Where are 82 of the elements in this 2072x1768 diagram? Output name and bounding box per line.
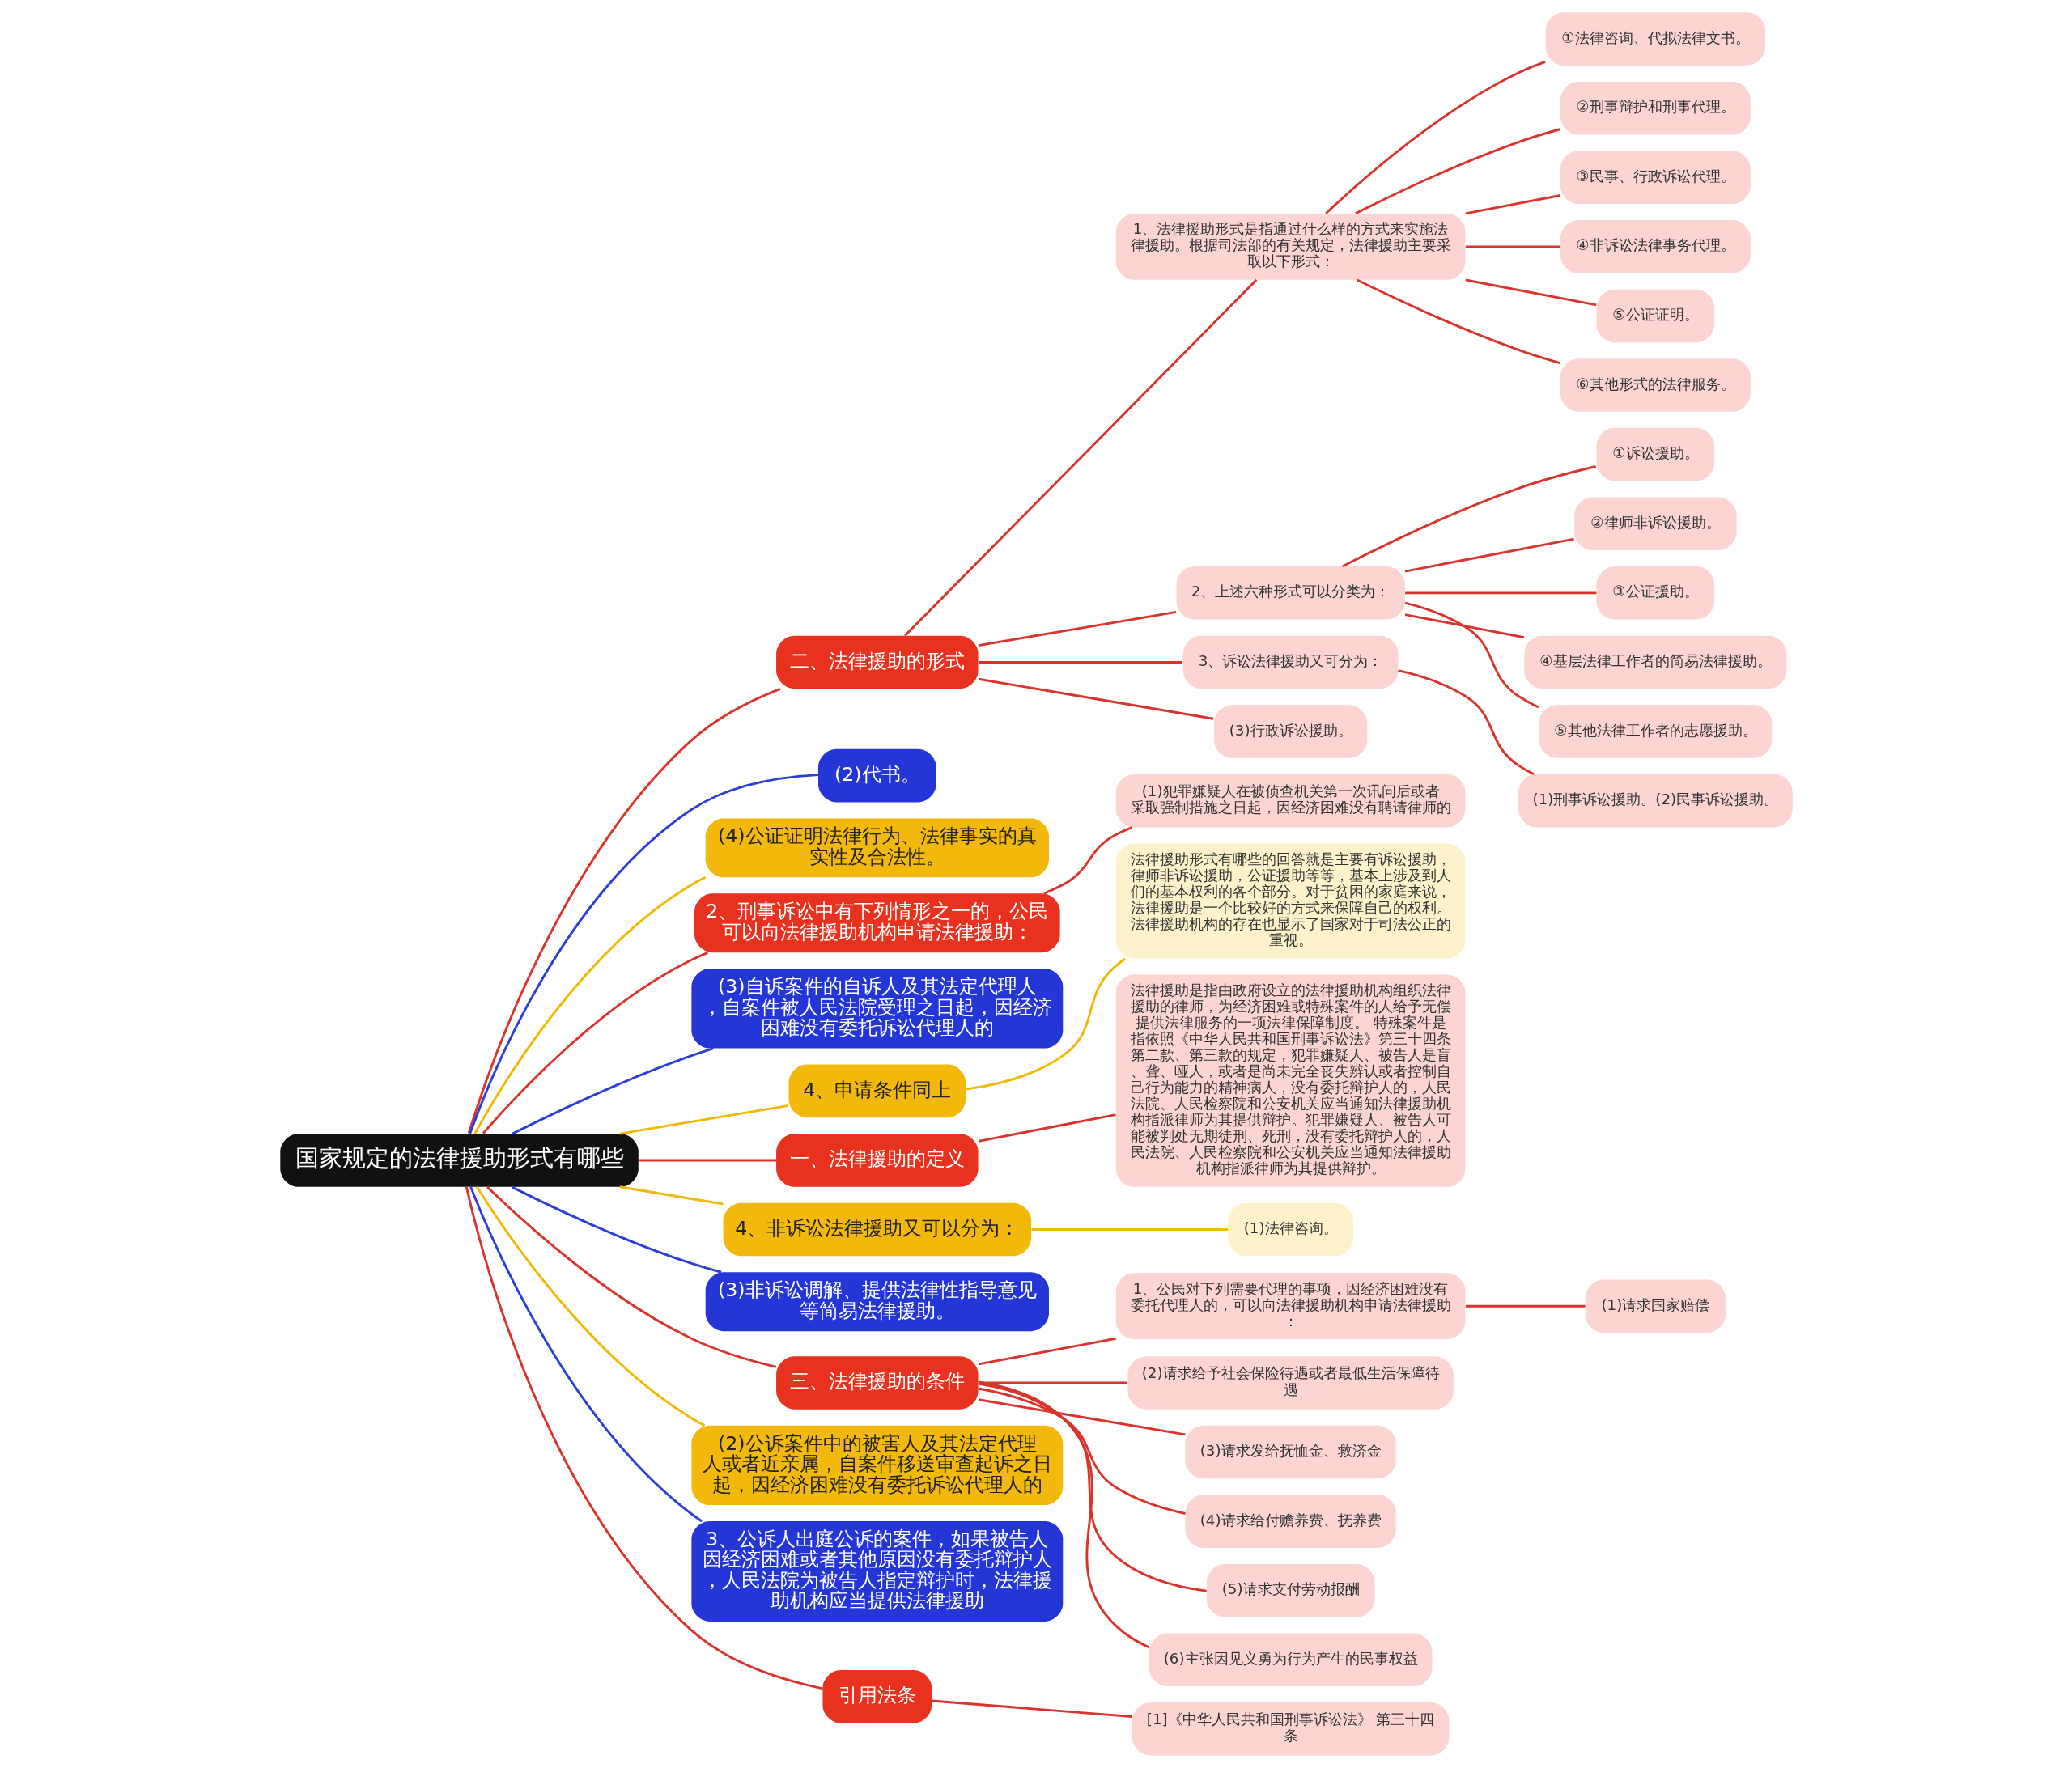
connector (1465, 245, 1560, 248)
connector (978, 660, 1182, 664)
connector (1404, 591, 1596, 595)
connector (1324, 61, 1546, 214)
node-box: 1、法律援助形式是指通过什么样的方式来实施法律援助。根据司法部的有关规定，法律援助主要采取以下形式： (1115, 213, 1465, 280)
connector (473, 876, 706, 1134)
connector (931, 1699, 1132, 1718)
node-box: (1)刑事诉讼援助。(2)民事诉讼援助。 (1518, 774, 1793, 828)
connector (978, 610, 1176, 647)
node-box: 1、公民对下列需要代理的事项，因经济困难没有委托代理人的，可以向法律援助机构申请法律援助： (1115, 1273, 1465, 1340)
node-box: (3)自诉案件的自诉人及其法定代理人，自案件被人民法院受理之日起，因经济困难没有委托诉讼代理人的 (690, 969, 1063, 1049)
connector (1465, 194, 1560, 215)
connector (1031, 1228, 1228, 1231)
connector (468, 774, 818, 1134)
connector (511, 1185, 722, 1274)
node-box: 国家规定的法律援助形式有哪些 (279, 1134, 639, 1187)
node-box: ②律师非诉讼援助。 (1573, 497, 1736, 550)
connector (619, 1104, 788, 1135)
node-box: ④基层法律工作者的简易法律援助。 (1523, 635, 1786, 689)
node-box: (3)请求发给抚恤金、救济金 (1184, 1425, 1396, 1479)
node-box: 3、诉讼法律援助又可分为： (1182, 635, 1399, 689)
node-box: ③公证援助。 (1596, 566, 1714, 620)
node-box: 法律援助形式有哪些的回答就是主要有诉讼援助，律师非诉讼援助，公证援助等等，基本上涉及到人们的基本权利的各个部分。对于贫困的家庭来说，法律援助是一个比较好的方式来保障自己的权利。法律援助机构的存在也显示了国家对于司法公正的重视。 (1115, 843, 1465, 959)
connector (1465, 1304, 1586, 1308)
connector (511, 1047, 714, 1135)
connector (1397, 669, 1535, 776)
node-box: ⑥其他形式的法律服务。 (1560, 358, 1751, 412)
node-box: 二、法律援助的形式 (775, 635, 979, 689)
node-box: (5)请求支付劳动报酬 (1206, 1563, 1374, 1617)
connector (465, 1186, 823, 1690)
node-box: 三、法律援助的条件 (775, 1356, 979, 1410)
node-box: (6)主张因见义勇为行为产生的民事权益 (1149, 1633, 1432, 1687)
node-box: 2、刑事诉讼中有下列情形之一的，公民可以向法律援助机构申请法律援助： (694, 893, 1060, 953)
connector (638, 1159, 776, 1162)
connector (978, 677, 1213, 720)
node-box: (2)代书。 (817, 748, 936, 803)
node-box: ④非诉讼法律事务代理。 (1560, 220, 1751, 273)
node-box: 3、公诉人出庭公诉的案件，如果被告人因经济困难或者其他原因没有委托辩护人，人民法院为被告人指定辩护时，法律援助机构应当提供法律援助 (690, 1521, 1063, 1622)
connector (469, 1186, 703, 1523)
connector (482, 952, 708, 1134)
node-box: ①诉讼援助。 (1596, 427, 1714, 481)
node-box: (2)请求给予社会保险待遇或者最低生活保障待遇 (1127, 1356, 1454, 1410)
node-box: (2)公诉案件中的被害人及其法定代理人或者近亲属，自案件移送审查起诉之日起，因经济困难没有委托诉讼代理人的 (690, 1425, 1063, 1506)
connector (978, 1337, 1116, 1366)
node-box: 4、申请条件同上 (788, 1064, 966, 1118)
node-box: (1)请求国家赔偿 (1585, 1279, 1726, 1333)
connector (978, 1382, 1207, 1592)
node-box: (3)非诉讼调解、提供法律性指导意见等简易法律援助。 (705, 1272, 1049, 1332)
connector (1465, 278, 1597, 307)
node-box: ②刑事辩护和刑事代理。 (1560, 81, 1751, 135)
node-box: ⑤其他法律工作者的志愿援助。 (1539, 705, 1772, 758)
node-box: (3)行政诉讼援助。 (1213, 705, 1367, 758)
node-box: 2、上述六种形式可以分类为： (1176, 566, 1405, 620)
node-box: (1)法律咨询。 (1227, 1202, 1353, 1257)
node-box: (4)请求给付赡养费、抚养费 (1184, 1495, 1396, 1548)
connector (1356, 278, 1560, 364)
node-box: [1]《中华人民共和国刑事诉讼法》 第三十四条 (1132, 1702, 1449, 1756)
connector (965, 957, 1126, 1091)
connector (475, 1186, 705, 1427)
node-box: 法律援助是指由政府设立的法律援助机构组织法律援助的律师，为经济困难或特殊案件的人给予无偿提供法律服务的一项法律保障制度。 特殊案件是指依照《中华人民共和国刑事诉讼法》第三十四条第二款、第三款的规定，犯罪嫌疑人、被告人是盲、聋、哑人，或者是尚未完全丧失辨认或者控制自己行为能力的精神病人，没有委托辩护人的，人民法院、人民检察院和公安机关应当通知法律援助机构指派律师为其提供辩护。犯罪嫌疑人、被告人可能被判处无期徒刑、死刑，没有委托辩护人的，人民法院、人民检察院和公安机关应当通知法律援助机构指派律师为其提供辩护。 (1115, 974, 1465, 1187)
node-box: 4、非诉讼法律援助又可以分为： (723, 1202, 1031, 1257)
connector (619, 1185, 724, 1206)
connector (1341, 465, 1596, 568)
connector (467, 687, 781, 1134)
connector (978, 1380, 1149, 1649)
connector (977, 1387, 1186, 1515)
connector (1404, 601, 1539, 709)
connector (1404, 537, 1574, 573)
connector (978, 1398, 1186, 1436)
connector (1354, 128, 1560, 215)
connector (1404, 613, 1524, 639)
node-box: ①法律咨询、代拟法律文书。 (1545, 12, 1765, 66)
connector (978, 1113, 1116, 1143)
connector (486, 1185, 776, 1368)
node-box: 一、法律援助的定义 (775, 1134, 979, 1187)
node-box: (4)公证证明法律行为、法律事实的真实性及合法性。 (705, 818, 1049, 878)
node-box: 引用法条 (822, 1670, 932, 1723)
connector (1042, 826, 1132, 895)
node-box: ⑤公证证明。 (1596, 289, 1714, 343)
node-box: (1)犯罪嫌疑人在被侦查机关第一次讯问后或者采取强制措施之日起，因经济困难没有聘请律师的 (1115, 774, 1465, 828)
connector (903, 278, 1257, 637)
node-box: ③民事、行政诉讼代理。 (1560, 151, 1751, 205)
